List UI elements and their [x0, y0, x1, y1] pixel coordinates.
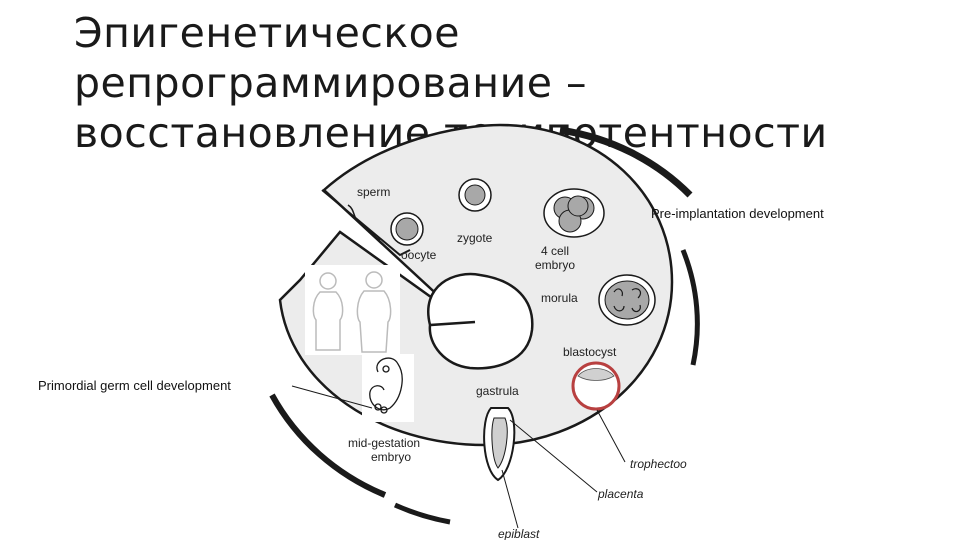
leader-trophectoderm	[597, 410, 625, 462]
four-cell-embryo-icon	[544, 189, 604, 237]
label-gastrula: gastrula	[476, 384, 519, 398]
morula-icon	[599, 275, 655, 325]
label-blastocyst: blastocyst	[563, 345, 617, 359]
outer-arc-bottom	[395, 505, 450, 522]
adults-panel	[305, 265, 400, 355]
label-four-cell-2: embryo	[535, 258, 575, 272]
label-four-cell-1: 4 cell	[541, 244, 569, 258]
label-placenta: placenta	[597, 487, 644, 501]
zygote-icon	[459, 179, 491, 211]
label-trophectoderm: trophectoo	[630, 457, 687, 471]
cycle-hole	[428, 274, 532, 368]
label-oocyte: oocyte	[401, 248, 437, 262]
gastrula-icon	[484, 408, 514, 480]
leader-epiblast	[502, 470, 518, 528]
outer-arc-right	[683, 250, 697, 365]
label-morula: morula	[541, 291, 578, 305]
label-preimplantation-development: Pre-implantation development	[651, 206, 824, 221]
embryo-panel	[362, 354, 414, 422]
label-mid-gestation-2: embryo	[371, 450, 411, 464]
label-epiblast: epiblast	[498, 527, 540, 540]
oocyte-icon	[391, 213, 423, 245]
label-primordial-germ-cell-development: Primordial germ cell development	[38, 378, 231, 393]
label-zygote: zygote	[457, 231, 493, 245]
blastocyst-icon	[573, 363, 619, 409]
label-sperm: sperm	[357, 185, 390, 199]
label-mid-gestation-1: mid-gestation	[348, 436, 420, 450]
